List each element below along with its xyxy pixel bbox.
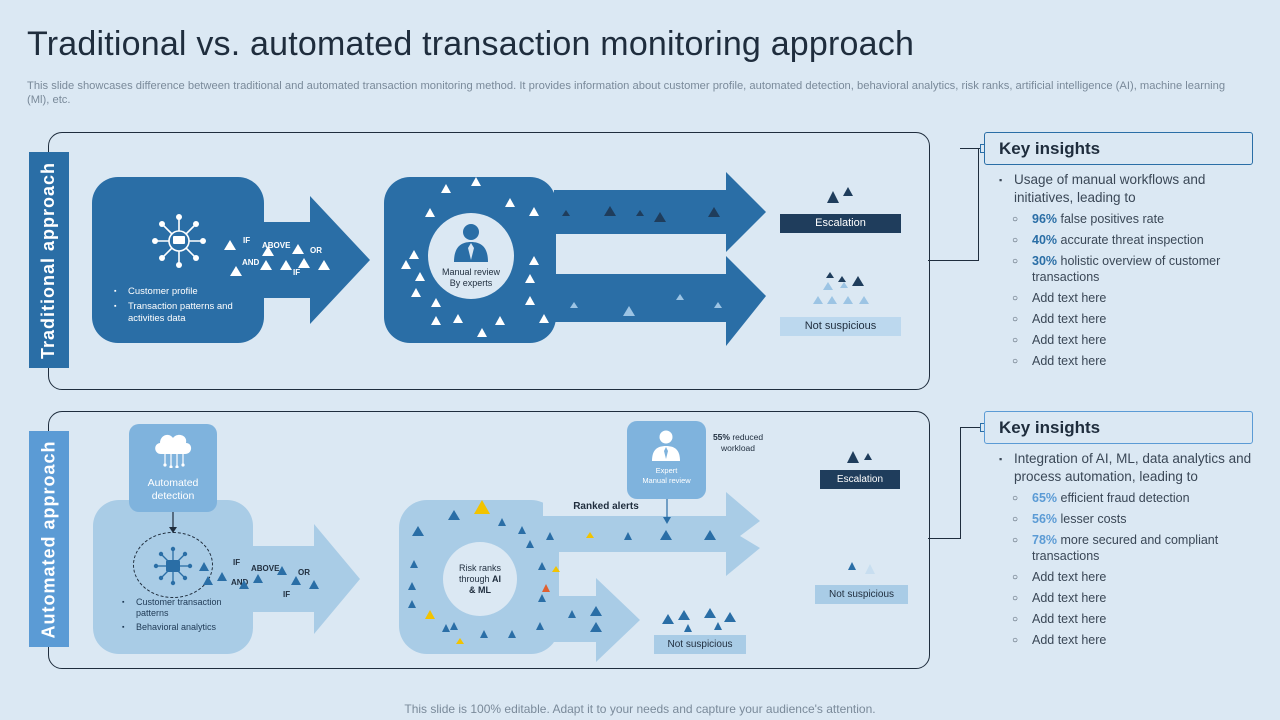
tag-if-2: IF bbox=[283, 590, 291, 599]
traditional-input-arrow bbox=[262, 196, 370, 324]
traditional-input-list: Customer profile Transaction patterns an… bbox=[110, 286, 250, 328]
connector-line bbox=[928, 538, 961, 539]
insight-item: 65% efficient fraud detection bbox=[996, 490, 1256, 507]
expert-label-line-2: Manual review bbox=[642, 476, 691, 485]
insight-main: Usage of manual workflows and initiative… bbox=[996, 171, 1256, 207]
detection-down-arrow bbox=[169, 512, 177, 533]
connector-line bbox=[960, 427, 984, 428]
list-item: Customer transaction patterns bbox=[118, 597, 246, 619]
insight-item: 78% more secured and compliant transacti… bbox=[996, 532, 1256, 564]
insight-item: Add text here bbox=[996, 353, 1256, 370]
cloud-icon bbox=[155, 434, 192, 468]
key-insights-heading-bottom: Key insights bbox=[984, 411, 1253, 444]
reduced-workload-note: 55% reduced workload bbox=[706, 432, 770, 454]
review-label-line-2: By experts bbox=[449, 278, 493, 288]
insight-item: Add text here bbox=[996, 611, 1256, 628]
tag-or: OR bbox=[298, 568, 310, 577]
page-title: Traditional vs. automated transaction mo… bbox=[27, 25, 915, 63]
warning-icons-review bbox=[401, 177, 722, 337]
detection-label-line-1: Automated bbox=[147, 477, 199, 489]
escalation-warning-icons bbox=[827, 187, 853, 203]
warning-icons-automated-logic bbox=[199, 562, 319, 589]
ranked-alerts-badge: Ranked alerts bbox=[543, 497, 669, 516]
expert-user-icon bbox=[454, 224, 488, 262]
not-suspicious-warning-icons bbox=[813, 272, 869, 304]
tag-if-2: IF bbox=[293, 268, 301, 277]
connector-line bbox=[928, 148, 979, 261]
connector-line bbox=[960, 427, 961, 539]
insight-item: 56% lesser costs bbox=[996, 511, 1256, 528]
tag-above: ABOVE bbox=[262, 241, 291, 250]
tag-and: AND bbox=[242, 258, 260, 267]
footer-note: This slide is 100% editable. Adapt it to… bbox=[404, 702, 876, 716]
risk-output-arrows bbox=[540, 492, 760, 662]
expert-user-icon bbox=[652, 430, 680, 461]
automated-input-list: Customer transaction patterns Behavioral… bbox=[118, 597, 246, 636]
key-insights-heading-top: Key insights bbox=[984, 132, 1253, 165]
insight-item: Add text here bbox=[996, 569, 1256, 586]
traditional-not-suspicious-badge: Not suspicious bbox=[780, 317, 901, 336]
tag-above: ABOVE bbox=[251, 564, 280, 573]
insight-item: Add text here bbox=[996, 311, 1256, 328]
risk-label-line-1: Risk ranks bbox=[458, 563, 501, 573]
expert-review-label: Expert Manual review bbox=[627, 466, 706, 486]
automated-escalation-badge: Escalation bbox=[820, 470, 900, 489]
insight-item: 96% false positives rate bbox=[996, 211, 1256, 228]
automated-not-suspicious-top-badge: Not suspicious bbox=[815, 585, 908, 604]
review-label-line-1: Manual review bbox=[441, 267, 501, 277]
insight-item: Add text here bbox=[996, 632, 1256, 649]
automated-not-suspicious-bottom-badge: Not suspicious bbox=[654, 635, 746, 654]
insight-item: Add text here bbox=[996, 590, 1256, 607]
detection-label-line-2: detection bbox=[151, 490, 195, 502]
key-insights-list-bottom: Integration of AI, ML, data analytics an… bbox=[996, 450, 1256, 653]
network-icon bbox=[152, 214, 206, 268]
insight-item: 30% holistic overview of customer transa… bbox=[996, 253, 1256, 285]
expert-label-line-1: Expert bbox=[655, 466, 678, 475]
list-item: Behavioral analytics bbox=[118, 622, 246, 633]
network-icon bbox=[153, 546, 193, 586]
tag-if: IF bbox=[243, 236, 251, 245]
risk-label-line-3: & ML bbox=[469, 585, 491, 595]
page-subtitle: This slide showcases difference between … bbox=[27, 80, 1226, 106]
traditional-escalation-badge: Escalation bbox=[780, 214, 901, 233]
list-item: Transaction patterns and activities data bbox=[110, 301, 250, 325]
connector-line bbox=[960, 148, 984, 149]
insight-item: Add text here bbox=[996, 290, 1256, 307]
expert-down-arrow bbox=[663, 499, 671, 524]
list-item: Customer profile bbox=[110, 286, 250, 298]
tag-if: IF bbox=[233, 558, 241, 567]
insight-main: Integration of AI, ML, data analytics an… bbox=[996, 450, 1256, 486]
traditional-side-label: Traditional approach bbox=[29, 152, 69, 368]
automated-detection-label: Automated detection bbox=[129, 477, 217, 503]
reduced-line-1: 55% reduced bbox=[712, 432, 764, 442]
warning-icons-traditional-logic bbox=[224, 240, 330, 276]
automated-side-label: Automated approach bbox=[29, 431, 69, 647]
tag-or: OR bbox=[310, 246, 322, 255]
escalation-warning-icons bbox=[847, 451, 872, 463]
automated-input-arrow bbox=[250, 524, 360, 634]
risk-rank-circle bbox=[443, 542, 517, 616]
warning-icons-risk bbox=[408, 500, 736, 644]
insight-item: 40% accurate threat inspection bbox=[996, 232, 1256, 249]
reduced-line-2: workload bbox=[720, 443, 756, 453]
risk-rank-label: Risk ranks through AI & ML bbox=[443, 563, 517, 596]
insight-item: Add text here bbox=[996, 332, 1256, 349]
tag-and: AND bbox=[231, 578, 249, 587]
risk-label-line-2: through AI bbox=[458, 574, 502, 584]
not-suspicious-warning-icons bbox=[848, 562, 875, 574]
key-insights-list-top: Usage of manual workflows and initiative… bbox=[996, 171, 1256, 374]
manual-review-label: Manual review By experts bbox=[428, 267, 514, 289]
